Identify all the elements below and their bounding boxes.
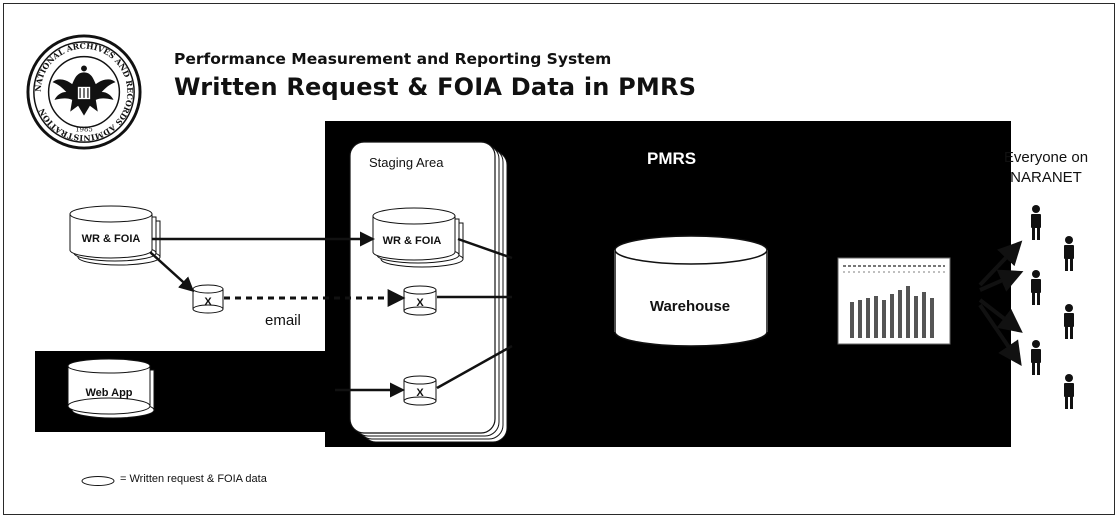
arrow-to-user-3 [978, 298, 1023, 333]
web-app-database [67, 358, 155, 419]
x-label-1: X [204, 296, 212, 308]
person-icon [1031, 340, 1041, 375]
bar-report-icon [837, 257, 951, 345]
email-label: email [265, 312, 301, 329]
staging-db-label: WR & FOIA [383, 235, 442, 247]
line-staging-webapp-out [436, 344, 513, 390]
staging-area-label: Staging Area [369, 155, 444, 170]
warehouse-database [614, 235, 768, 347]
arrow-source-to-x [149, 251, 195, 293]
person-icon [1031, 270, 1041, 305]
arrow-to-user-2 [979, 269, 1024, 292]
person-icons [1031, 205, 1074, 409]
x-cylinder-email-staging [403, 285, 437, 316]
x-label-3: X [416, 387, 424, 399]
person-icon [1064, 374, 1074, 409]
person-icon [1031, 205, 1041, 240]
person-icon [1064, 304, 1074, 339]
person-icon [1064, 236, 1074, 271]
pmrs-label: PMRS [647, 149, 696, 168]
staging-wr-foia-database [372, 207, 464, 268]
page-title: Written Request & FOIA Data in PMRS [174, 73, 697, 101]
warehouse-label: Warehouse [650, 298, 730, 315]
seal-year: 1985 [75, 125, 93, 133]
line-staging-db-out [457, 237, 513, 260]
x-cylinder-email-source [192, 284, 224, 314]
nara-seal-icon: NATIONAL ARCHIVES AND RECORDS ADMINISTRA… [26, 34, 142, 150]
source-db-label: WR & FOIA [82, 233, 141, 245]
source-wr-foia-database [69, 205, 161, 266]
web-app-label: Web App [85, 387, 132, 399]
arrow-to-user-1 [978, 240, 1023, 287]
arrow-to-user-4 [978, 303, 1022, 366]
page-subtitle: Performance Measurement and Reporting Sy… [174, 50, 612, 68]
legend-text: = Written request & FOIA data [120, 473, 267, 485]
everyone-label-line2: NARANET [1010, 169, 1082, 186]
everyone-label-line1: Everyone on [1004, 149, 1088, 166]
x-label-2: X [416, 297, 424, 309]
legend-ellipse-icon [81, 476, 115, 486]
x-cylinder-webapp-staging [403, 375, 437, 406]
